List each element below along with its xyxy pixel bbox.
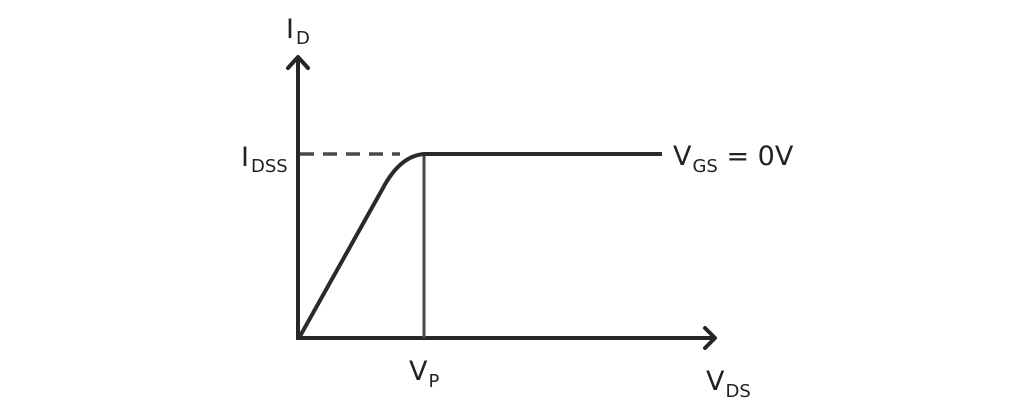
vp-label: VP — [409, 356, 439, 392]
x-axis-label: VDS — [706, 366, 751, 402]
curve-label: VGS = 0V — [673, 141, 794, 177]
y-axis-arrow-icon — [286, 55, 310, 70]
x-axis-arrow-icon — [703, 326, 717, 350]
characteristic-curve — [297, 152, 662, 339]
